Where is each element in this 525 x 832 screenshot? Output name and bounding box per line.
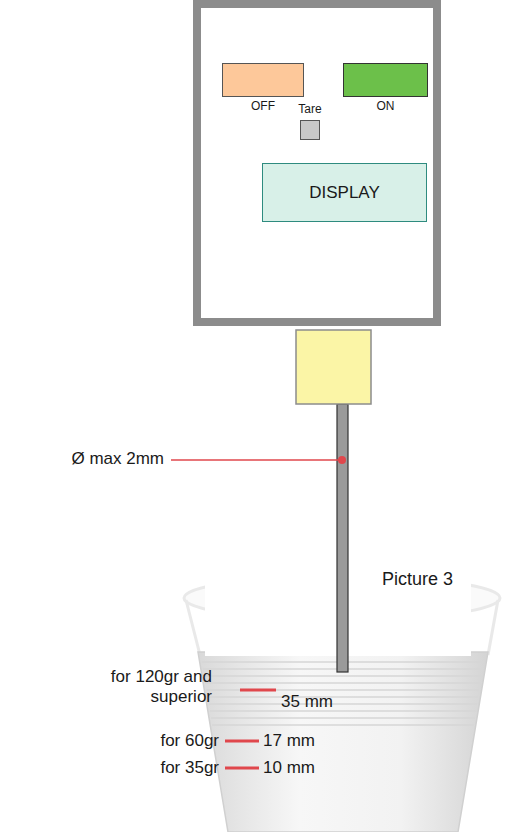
depth-label: 35 mm (281, 692, 333, 712)
tare-button: Tare (300, 120, 320, 140)
depth-mark (240, 689, 276, 692)
display-panel: DISPLAY (262, 163, 427, 222)
cup-body (198, 652, 488, 832)
depth-label: 17 mm (263, 731, 315, 751)
off-button: OFF (222, 63, 304, 97)
on-button: ON (343, 63, 428, 97)
cup-ridge (209, 703, 478, 705)
depth-mark (225, 767, 259, 770)
cup-ridge (208, 696, 479, 698)
cup-ridge (205, 682, 481, 684)
probe-rod (337, 404, 348, 672)
button-label: ON (377, 100, 395, 114)
leader-line (171, 459, 339, 461)
button-label: Tare (298, 103, 321, 117)
cup-ridge (204, 675, 482, 677)
depth-mark (225, 740, 259, 743)
cup-ridge (210, 710, 476, 712)
capacity-note: for 35gr (160, 758, 219, 778)
picture-caption: Picture 3 (382, 569, 453, 591)
dimension-label: Ø max 2mm (71, 449, 164, 469)
capacity-note: for 60gr (160, 731, 219, 751)
capacity-note: for 120gr and superior (87, 667, 212, 708)
cup-ridge (206, 689, 479, 691)
cup-ridge (212, 724, 474, 726)
button-label: OFF (251, 100, 275, 114)
depth-label: 10 mm (263, 758, 315, 778)
cup-ridge (211, 717, 475, 719)
probe-connector (296, 330, 371, 404)
device-housing (197, 4, 437, 322)
button-label: DISPLAY (309, 183, 380, 203)
leader-dot (338, 456, 346, 464)
